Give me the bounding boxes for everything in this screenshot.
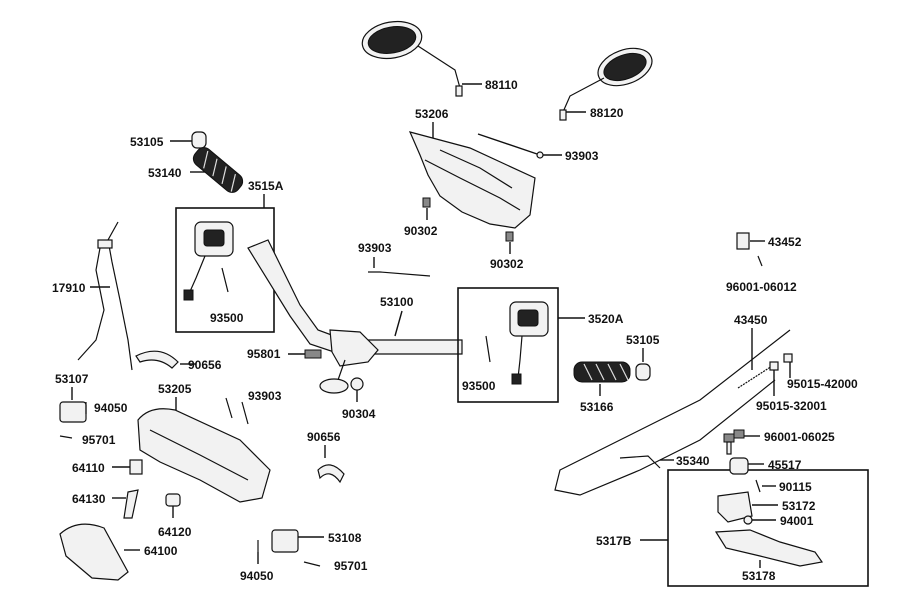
label-53100: 53100	[380, 295, 414, 309]
nut-95015-32001	[769, 361, 779, 371]
lever-bracket-53172	[717, 491, 753, 523]
label-53178: 53178	[742, 569, 776, 583]
throttle-cable	[554, 329, 791, 496]
cable-35340	[619, 455, 661, 469]
label-35340: 35340	[676, 454, 710, 468]
label-53108: 53108	[328, 531, 362, 545]
label-90302-a: 90302	[404, 224, 438, 238]
label-53206: 53206	[415, 107, 449, 121]
screw-96001-06012	[757, 255, 763, 267]
screw-93500-b	[485, 335, 491, 363]
left-grip	[192, 147, 244, 193]
label-90302-b: 90302	[490, 257, 524, 271]
label-90656-b: 90656	[307, 430, 341, 444]
switch-housing-53107	[59, 401, 87, 423]
screw-93903-top	[536, 151, 544, 159]
screw-90115	[755, 479, 761, 493]
label-93500-b: 93500	[462, 379, 496, 393]
screw-95701-b	[303, 561, 321, 567]
band-90656-a	[135, 350, 179, 369]
label-45517: 45517	[768, 458, 802, 472]
label-93903-c: 93903	[248, 389, 282, 403]
screw-90302-right	[505, 231, 514, 242]
screw-93500-a	[221, 267, 229, 293]
right-switch-assembly	[509, 301, 549, 385]
nut-90304	[350, 377, 364, 391]
screw-93903-mid	[368, 271, 431, 277]
label-64130: 64130	[72, 492, 106, 506]
clamp-45517	[729, 457, 749, 475]
label-43452: 43452	[768, 235, 802, 249]
label-96001-06012: 96001-06012	[726, 280, 797, 294]
screw-95701-a	[59, 435, 73, 439]
screw-93903-c	[225, 397, 249, 425]
label-64120: 64120	[158, 525, 192, 539]
label-53205: 53205	[158, 382, 192, 396]
label-90304: 90304	[342, 407, 376, 421]
cable-spring	[737, 365, 773, 389]
label-95015-32001: 95015-32001	[756, 399, 827, 413]
mirror-left	[361, 20, 463, 97]
label-3520A: 3520A	[588, 312, 624, 326]
label-90656-a: 90656	[188, 358, 222, 372]
label-95801: 95801	[247, 347, 281, 361]
label-64110: 64110	[72, 461, 105, 475]
leader-93903-top	[477, 133, 541, 156]
box-5317B	[667, 469, 869, 587]
right-grip	[573, 361, 631, 383]
bracket-43452	[736, 232, 750, 250]
label-94050-a: 94050	[94, 401, 128, 415]
leader-53100	[394, 310, 403, 337]
bolt-95801	[304, 349, 322, 359]
label-94050-b: 94050	[240, 569, 274, 583]
label-43450: 43450	[734, 313, 768, 327]
front-handlebar-cover	[408, 131, 536, 229]
label-53105-b: 53105	[626, 333, 660, 347]
label-90115: 90115	[779, 480, 812, 494]
label-93903-a: 93903	[565, 149, 599, 163]
label-53105-a: 53105	[130, 135, 164, 149]
label-5317B: 5317B	[596, 534, 632, 548]
label-53140: 53140	[148, 166, 182, 180]
brake-cable-17910	[77, 221, 133, 371]
label-95015-42000: 95015-42000	[787, 377, 858, 391]
box-3520A	[457, 287, 559, 403]
label-96001-06025: 96001-06025	[764, 430, 835, 444]
label-95701-b: 95701	[334, 559, 368, 573]
handlebar-tube	[247, 239, 463, 394]
label-94001: 94001	[780, 514, 814, 528]
label-93903-b: 93903	[358, 241, 392, 255]
screw-90302-left	[422, 197, 431, 208]
label-17910: 17910	[52, 281, 86, 295]
label-3515A: 3515A	[248, 179, 284, 193]
part-64120	[165, 493, 181, 507]
nut-95015-42000	[783, 353, 793, 363]
switch-housing-53108	[271, 529, 299, 553]
label-93500-a: 93500	[210, 311, 244, 325]
grip-end-cap-left	[191, 131, 207, 149]
label-53172: 53172	[782, 499, 816, 513]
label-88120: 88120	[590, 106, 624, 120]
label-53107: 53107	[55, 372, 89, 386]
label-64100: 64100	[144, 544, 178, 558]
brake-lever-53178	[714, 529, 824, 567]
rear-handlebar-cover	[137, 408, 271, 503]
left-switch-assembly	[183, 221, 234, 301]
part-64110	[129, 459, 143, 475]
bolts-96001-06025	[723, 429, 745, 455]
band-90656-b	[317, 464, 345, 484]
grip-end-cap-right	[635, 363, 651, 381]
part-64130	[123, 489, 139, 519]
label-88110: 88110	[485, 78, 518, 92]
label-95701-a: 95701	[82, 433, 116, 447]
panel-64100	[59, 523, 129, 581]
mirror-right	[559, 47, 653, 121]
nut-94001	[743, 515, 753, 525]
label-53166: 53166	[580, 400, 614, 414]
